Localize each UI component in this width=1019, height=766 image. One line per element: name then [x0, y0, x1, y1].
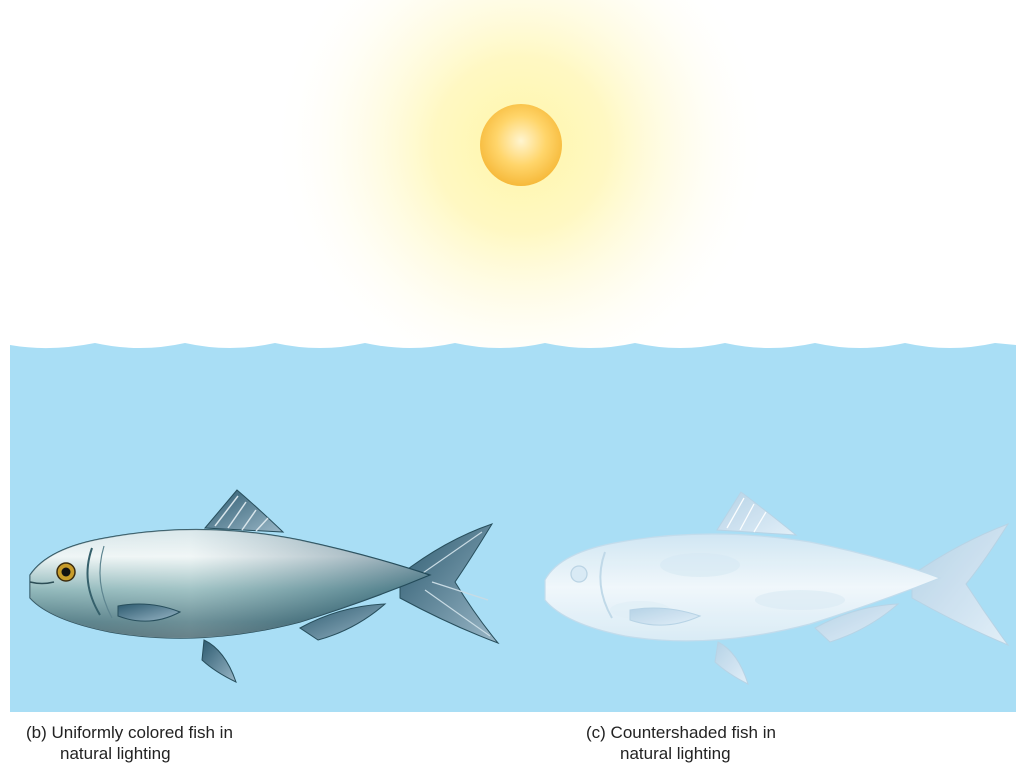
- caption-countershaded-line2: natural lighting: [586, 743, 776, 764]
- caption-uniform-line2: natural lighting: [26, 743, 233, 764]
- caption-countershaded-fish: (c) Countershaded fish in natural lighti…: [586, 722, 776, 764]
- water: [10, 343, 1016, 712]
- caption-uniform-fish: (b) Uniformly colored fish in natural li…: [26, 722, 233, 764]
- caption-countershaded-line1: (c) Countershaded fish in: [586, 723, 776, 742]
- caption-uniform-line1: (b) Uniformly colored fish in: [26, 723, 233, 742]
